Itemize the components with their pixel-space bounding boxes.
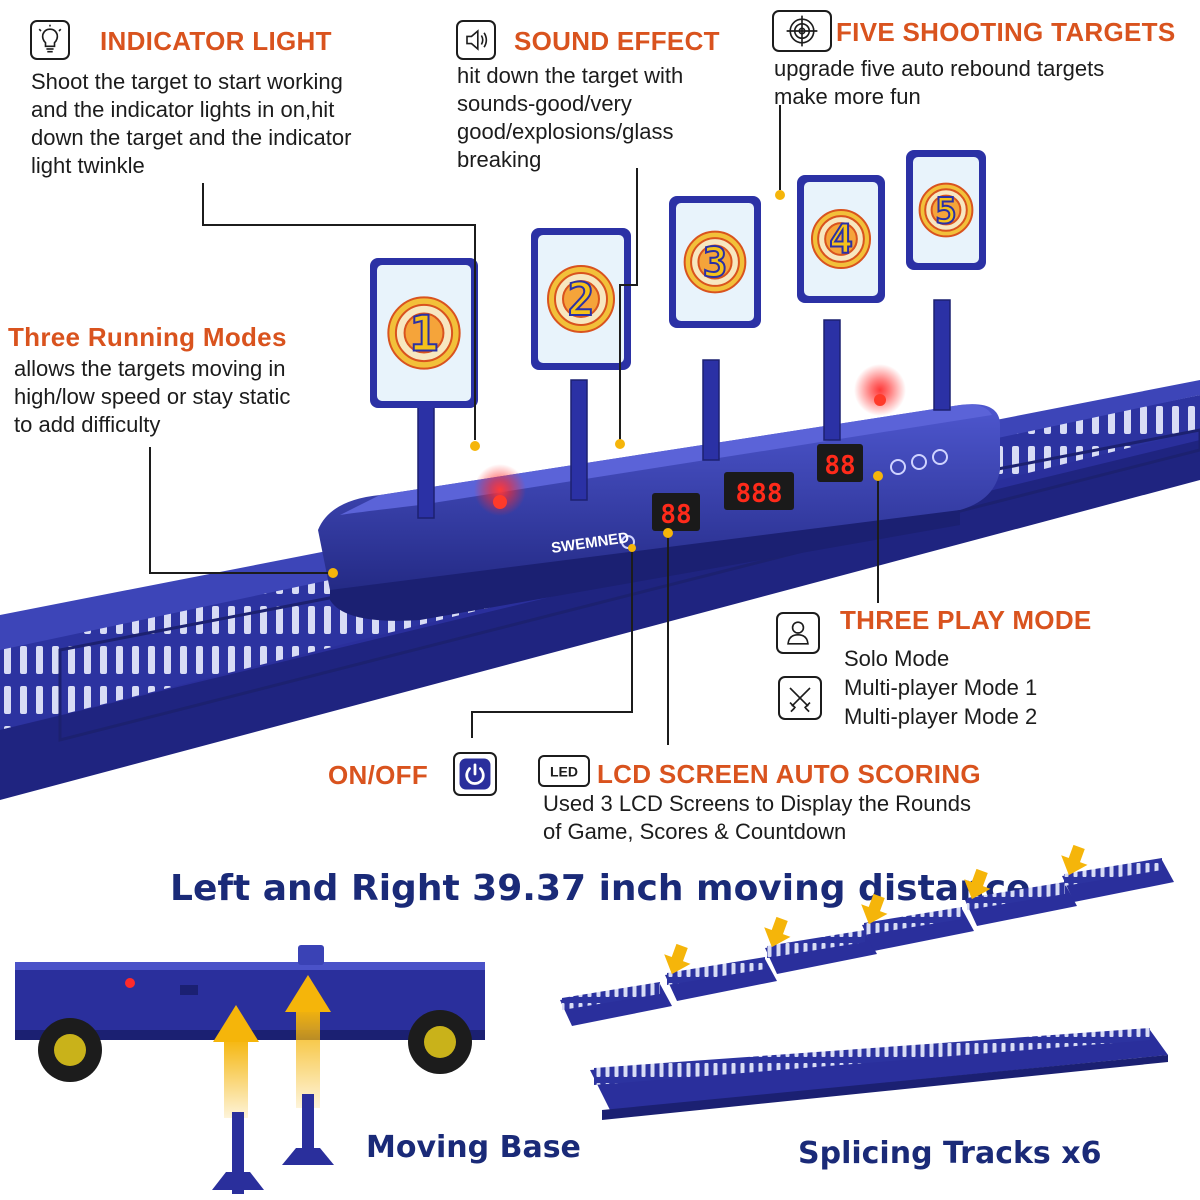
target-number: 1 <box>409 305 439 362</box>
track-piece <box>560 982 672 1026</box>
wheel <box>408 1010 472 1074</box>
svg-text:88: 88 <box>824 451 855 481</box>
desc-line: of Game, Scores & Countdown <box>543 819 847 844</box>
desc-line: hit down the target with <box>457 63 684 88</box>
desc-line: upgrade five auto rebound targets <box>774 56 1105 81</box>
lcd-scoring-description: Used 3 LCD Screens to Display the Rounds… <box>543 790 971 846</box>
sound-effect-description: hit down the target with sounds-good/ver… <box>457 62 683 174</box>
multiplayer-mode-1-label: Multi-player Mode 1 <box>844 675 1038 700</box>
target-panel-1: 1 <box>370 258 478 408</box>
power-icon <box>453 752 497 796</box>
svg-text:88: 88 <box>660 500 691 530</box>
target-system-illustration: 88 888 88 SWEMNED <box>0 105 1200 800</box>
lcd-display-3: 88 <box>817 444 863 482</box>
track-piece <box>665 957 777 1001</box>
lcd-scoring-title: LCD SCREEN AUTO SCORING <box>597 759 981 789</box>
indicator-light-description: Shoot the target to start working and th… <box>31 68 351 180</box>
target-panel-2: 2 <box>531 228 631 370</box>
target-number: 3 <box>703 239 728 287</box>
crosshair-target-icon <box>772 10 832 52</box>
insert-arrow <box>285 975 331 1108</box>
indicator-light-dot-1 <box>493 495 507 509</box>
five-targets-description: upgrade five auto rebound targets make m… <box>774 55 1104 111</box>
led-icon: LED <box>538 755 590 787</box>
indicator-light-dot-2 <box>874 394 886 406</box>
desc-line: Shoot the target to start working <box>31 69 343 94</box>
desc-line: light twinkle <box>31 153 145 178</box>
multiplayer-mode-2-label: Multi-player Mode 2 <box>844 704 1038 729</box>
desc-line: to add difficulty <box>14 412 161 437</box>
desc-line: breaking <box>457 147 542 172</box>
desc-line: and the indicator lights in on,hit <box>31 97 335 122</box>
indicator-light-1 <box>474 464 526 516</box>
five-targets-title: FIVE SHOOTING TARGETS <box>836 17 1176 47</box>
target-number: 4 <box>829 217 853 263</box>
desc-line: make more fun <box>774 84 921 109</box>
moving-distance-title: Left and Right 39.37 inch moving distanc… <box>170 868 1031 909</box>
desc-line: down the target and the indicator <box>31 125 352 150</box>
callout-lines <box>149 105 879 745</box>
lcd-display-1: 88 <box>652 493 700 531</box>
splicing-tracks-label: Splicing Tracks x6 <box>798 1136 1102 1171</box>
target-panel-4: 4 <box>797 175 885 303</box>
svg-text:888: 888 <box>736 479 783 509</box>
on-off-title: ON/OFF <box>328 760 429 790</box>
running-modes-title: Three Running Modes <box>8 322 287 352</box>
splice-arrow <box>664 943 691 975</box>
track-rail <box>0 380 1200 800</box>
wheel <box>38 1018 102 1082</box>
track-piece <box>765 930 877 974</box>
callout-dots <box>328 190 883 578</box>
speaker-icon <box>456 20 496 60</box>
target-panel-5: 5 <box>906 150 986 270</box>
mode-button-3 <box>932 449 948 465</box>
post-part <box>212 1094 334 1194</box>
running-modes-description: allows the targets moving in high/low sp… <box>14 355 290 439</box>
desc-line: good/explosions/glass <box>457 119 674 144</box>
indicator-light-2 <box>854 364 906 416</box>
target-number: 5 <box>935 191 957 232</box>
svg-text:LED: LED <box>550 763 578 779</box>
mode-button-1 <box>890 459 906 475</box>
crossed-swords-icon <box>778 676 822 720</box>
lightbulb-icon <box>30 20 70 60</box>
mode-button-2 <box>911 454 927 470</box>
desc-line: allows the targets moving in <box>14 356 286 381</box>
sound-effect-title: SOUND EFFECT <box>514 26 720 56</box>
insert-arrow <box>213 1005 259 1118</box>
indicator-light-title: INDICATOR LIGHT <box>100 26 332 56</box>
moving-base-part <box>15 945 485 1082</box>
solo-mode-label: Solo Mode <box>844 646 950 671</box>
moving-base-label: Moving Base <box>366 1130 581 1165</box>
lcd-display-2: 888 <box>724 472 794 510</box>
play-mode-title: THREE PLAY MODE <box>840 605 1092 635</box>
person-icon <box>776 612 820 654</box>
target-number: 2 <box>567 273 594 326</box>
assembled-track <box>590 1028 1168 1120</box>
target-posts <box>417 299 951 519</box>
desc-line: sounds-good/very <box>457 91 632 116</box>
desc-line: high/low speed or stay static <box>14 384 291 409</box>
track-piece <box>862 907 974 951</box>
target-panel-3: 3 <box>669 196 761 328</box>
splice-arrow <box>764 916 791 948</box>
desc-line: Used 3 LCD Screens to Display the Rounds <box>543 791 971 816</box>
